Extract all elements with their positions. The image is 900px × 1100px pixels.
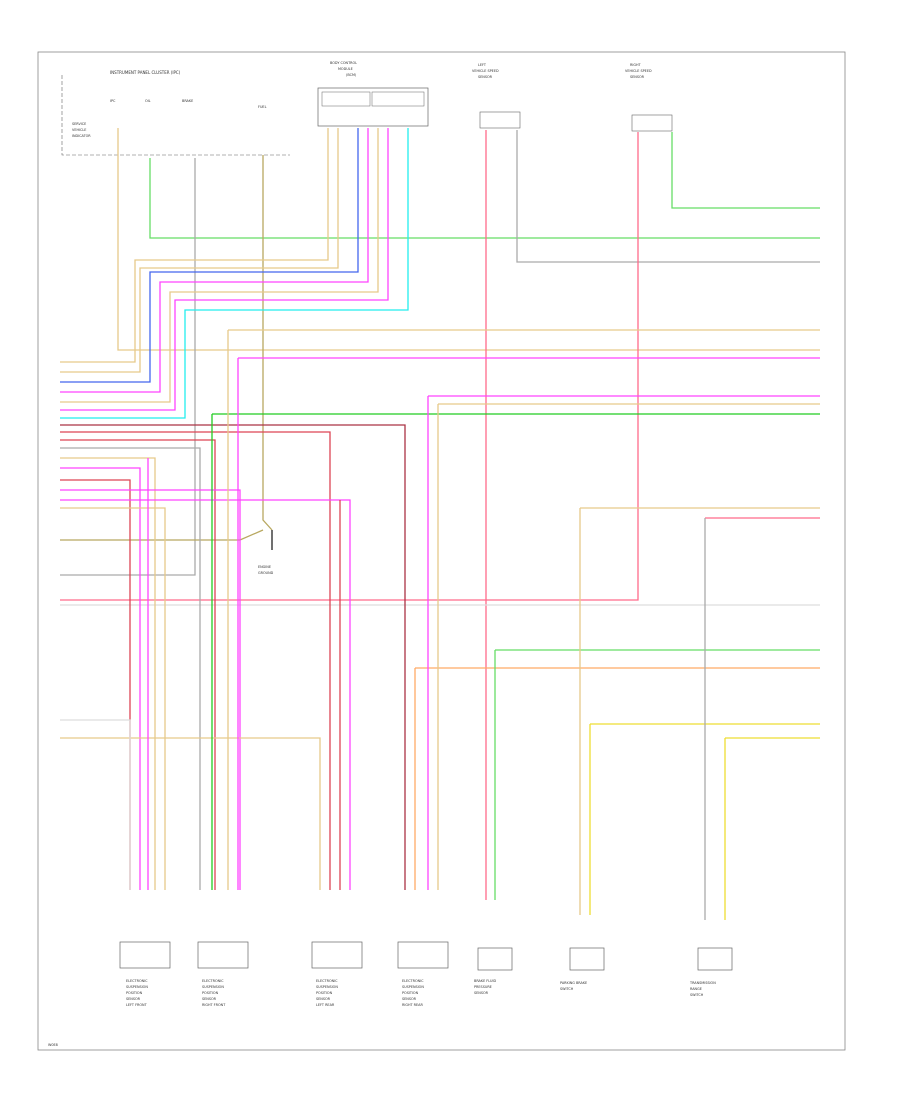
svg-text:SERVICE: SERVICE	[72, 122, 86, 126]
svg-text:ELECTRONIC: ELECTRONIC	[202, 979, 224, 983]
svg-text:SWITCH: SWITCH	[560, 987, 574, 991]
svg-text:SENSOR: SENSOR	[478, 75, 493, 79]
svg-text:SENSOR: SENSOR	[402, 997, 417, 1001]
svg-text:POSITION: POSITION	[316, 991, 333, 995]
diagram-frame	[37, 51, 846, 1051]
svg-text:POSITION: POSITION	[202, 991, 219, 995]
svg-text:GROUND: GROUND	[258, 571, 274, 575]
svg-text:VEHICLE SPEED: VEHICLE SPEED	[625, 69, 652, 73]
svg-text:PRESSURE: PRESSURE	[474, 985, 492, 989]
wire-group	[60, 128, 820, 920]
bottom-labels: ELECTRONIC SUSPENSION POSITION SENSOR LE…	[126, 979, 716, 1007]
vehicle-speed-sensor-right: RIGHT VEHICLE SPEED SENSOR	[625, 63, 673, 132]
svg-text:SENSOR: SENSOR	[474, 991, 489, 995]
svg-text:OIL: OIL	[145, 99, 151, 103]
svg-text:SENSOR: SENSOR	[316, 997, 331, 1001]
svg-text:SUSPENSION: SUSPENSION	[202, 985, 224, 989]
svg-text:ELECTRONIC: ELECTRONIC	[402, 979, 424, 983]
svg-text:SENSOR: SENSOR	[126, 997, 141, 1001]
instrument-panel-cluster: INSTRUMENT PANEL CLUSTER (IPC) SERVICE V…	[61, 70, 290, 156]
svg-text:RIGHT REAR: RIGHT REAR	[402, 1003, 423, 1007]
svg-text:LEFT REAR: LEFT REAR	[316, 1003, 335, 1007]
bottom-sensor-boxes	[119, 941, 733, 971]
footer-code: W0E8	[48, 1043, 58, 1047]
svg-text:PARKING BRAKE: PARKING BRAKE	[560, 981, 587, 985]
engine-ground: ENGINE GROUND	[258, 530, 274, 575]
svg-text:VEHICLE SPEED: VEHICLE SPEED	[472, 69, 499, 73]
vehicle-speed-sensor-left: LEFT VEHICLE SPEED SENSOR	[472, 63, 521, 129]
svg-text:INSTRUMENT PANEL CLUSTER (IPC): INSTRUMENT PANEL CLUSTER (IPC)	[110, 70, 181, 75]
svg-text:RANGE: RANGE	[690, 987, 702, 991]
svg-text:POSITION: POSITION	[126, 991, 143, 995]
svg-text:SENSOR: SENSOR	[630, 75, 645, 79]
svg-text:(BCM): (BCM)	[346, 73, 357, 77]
svg-text:BODY CONTROL: BODY CONTROL	[330, 61, 357, 65]
svg-text:ENGINE: ENGINE	[258, 565, 271, 569]
svg-text:IPC: IPC	[110, 99, 116, 103]
svg-text:RIGHT: RIGHT	[630, 63, 642, 67]
svg-text:POSITION: POSITION	[402, 991, 419, 995]
svg-text:SUSPENSION: SUSPENSION	[316, 985, 338, 989]
svg-text:BRAKE FLUID: BRAKE FLUID	[474, 979, 496, 983]
svg-text:ELECTRONIC: ELECTRONIC	[126, 979, 148, 983]
svg-text:INDICATOR: INDICATOR	[72, 134, 91, 138]
svg-text:SUSPENSION: SUSPENSION	[402, 985, 424, 989]
svg-text:BRAKE: BRAKE	[182, 99, 193, 103]
svg-text:SUSPENSION: SUSPENSION	[126, 985, 148, 989]
svg-text:SENSOR: SENSOR	[202, 997, 217, 1001]
svg-text:RIGHT FRONT: RIGHT FRONT	[202, 1003, 226, 1007]
svg-text:SWITCH: SWITCH	[690, 993, 704, 997]
svg-text:VEHICLE: VEHICLE	[72, 128, 86, 132]
body-control-module: BODY CONTROL MODULE (BCM)	[317, 61, 429, 127]
svg-text:MODULE: MODULE	[338, 67, 353, 71]
svg-text:LEFT FRONT: LEFT FRONT	[126, 1003, 148, 1007]
svg-text:TRANSMISSION: TRANSMISSION	[689, 981, 716, 985]
svg-text:FUEL: FUEL	[258, 105, 267, 109]
svg-text:LEFT: LEFT	[478, 63, 487, 67]
svg-text:ELECTRONIC: ELECTRONIC	[316, 979, 338, 983]
